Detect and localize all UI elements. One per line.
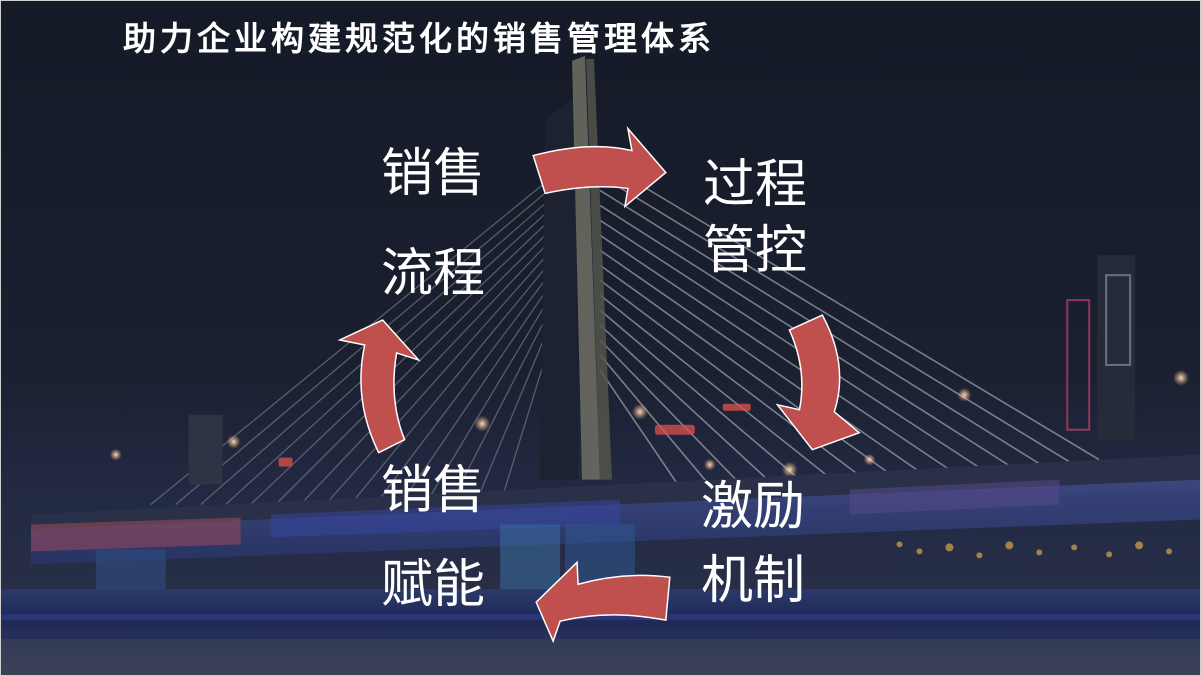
slide-title: 助力企业构建规范化的销售管理体系 — [123, 19, 715, 58]
stage-label-line1: 过程 — [703, 155, 808, 215]
stage-label-line1: 激励 — [701, 477, 806, 537]
stage-sales-enablement: 销售 赋能 — [381, 465, 485, 611]
stage-label-line2: 机制 — [701, 551, 806, 611]
stage-label-line2: 流程 — [381, 244, 486, 304]
arrow-up-icon — [337, 319, 421, 454]
stage-process-control: 过程 管控 — [703, 159, 807, 277]
stage-label-line1: 销售 — [381, 144, 486, 204]
stage-sales-process: 销售 流程 — [381, 148, 485, 300]
arrow-down-icon — [775, 314, 861, 451]
arrow-left-icon — [535, 560, 671, 644]
stage-label-line2: 赋能 — [381, 555, 486, 615]
stage-incentive-mechanism: 激励 机制 — [701, 481, 805, 607]
stage-label-line1: 销售 — [381, 461, 486, 521]
stage-label-line2: 管控 — [703, 221, 808, 281]
arrow-right-icon — [532, 126, 667, 209]
